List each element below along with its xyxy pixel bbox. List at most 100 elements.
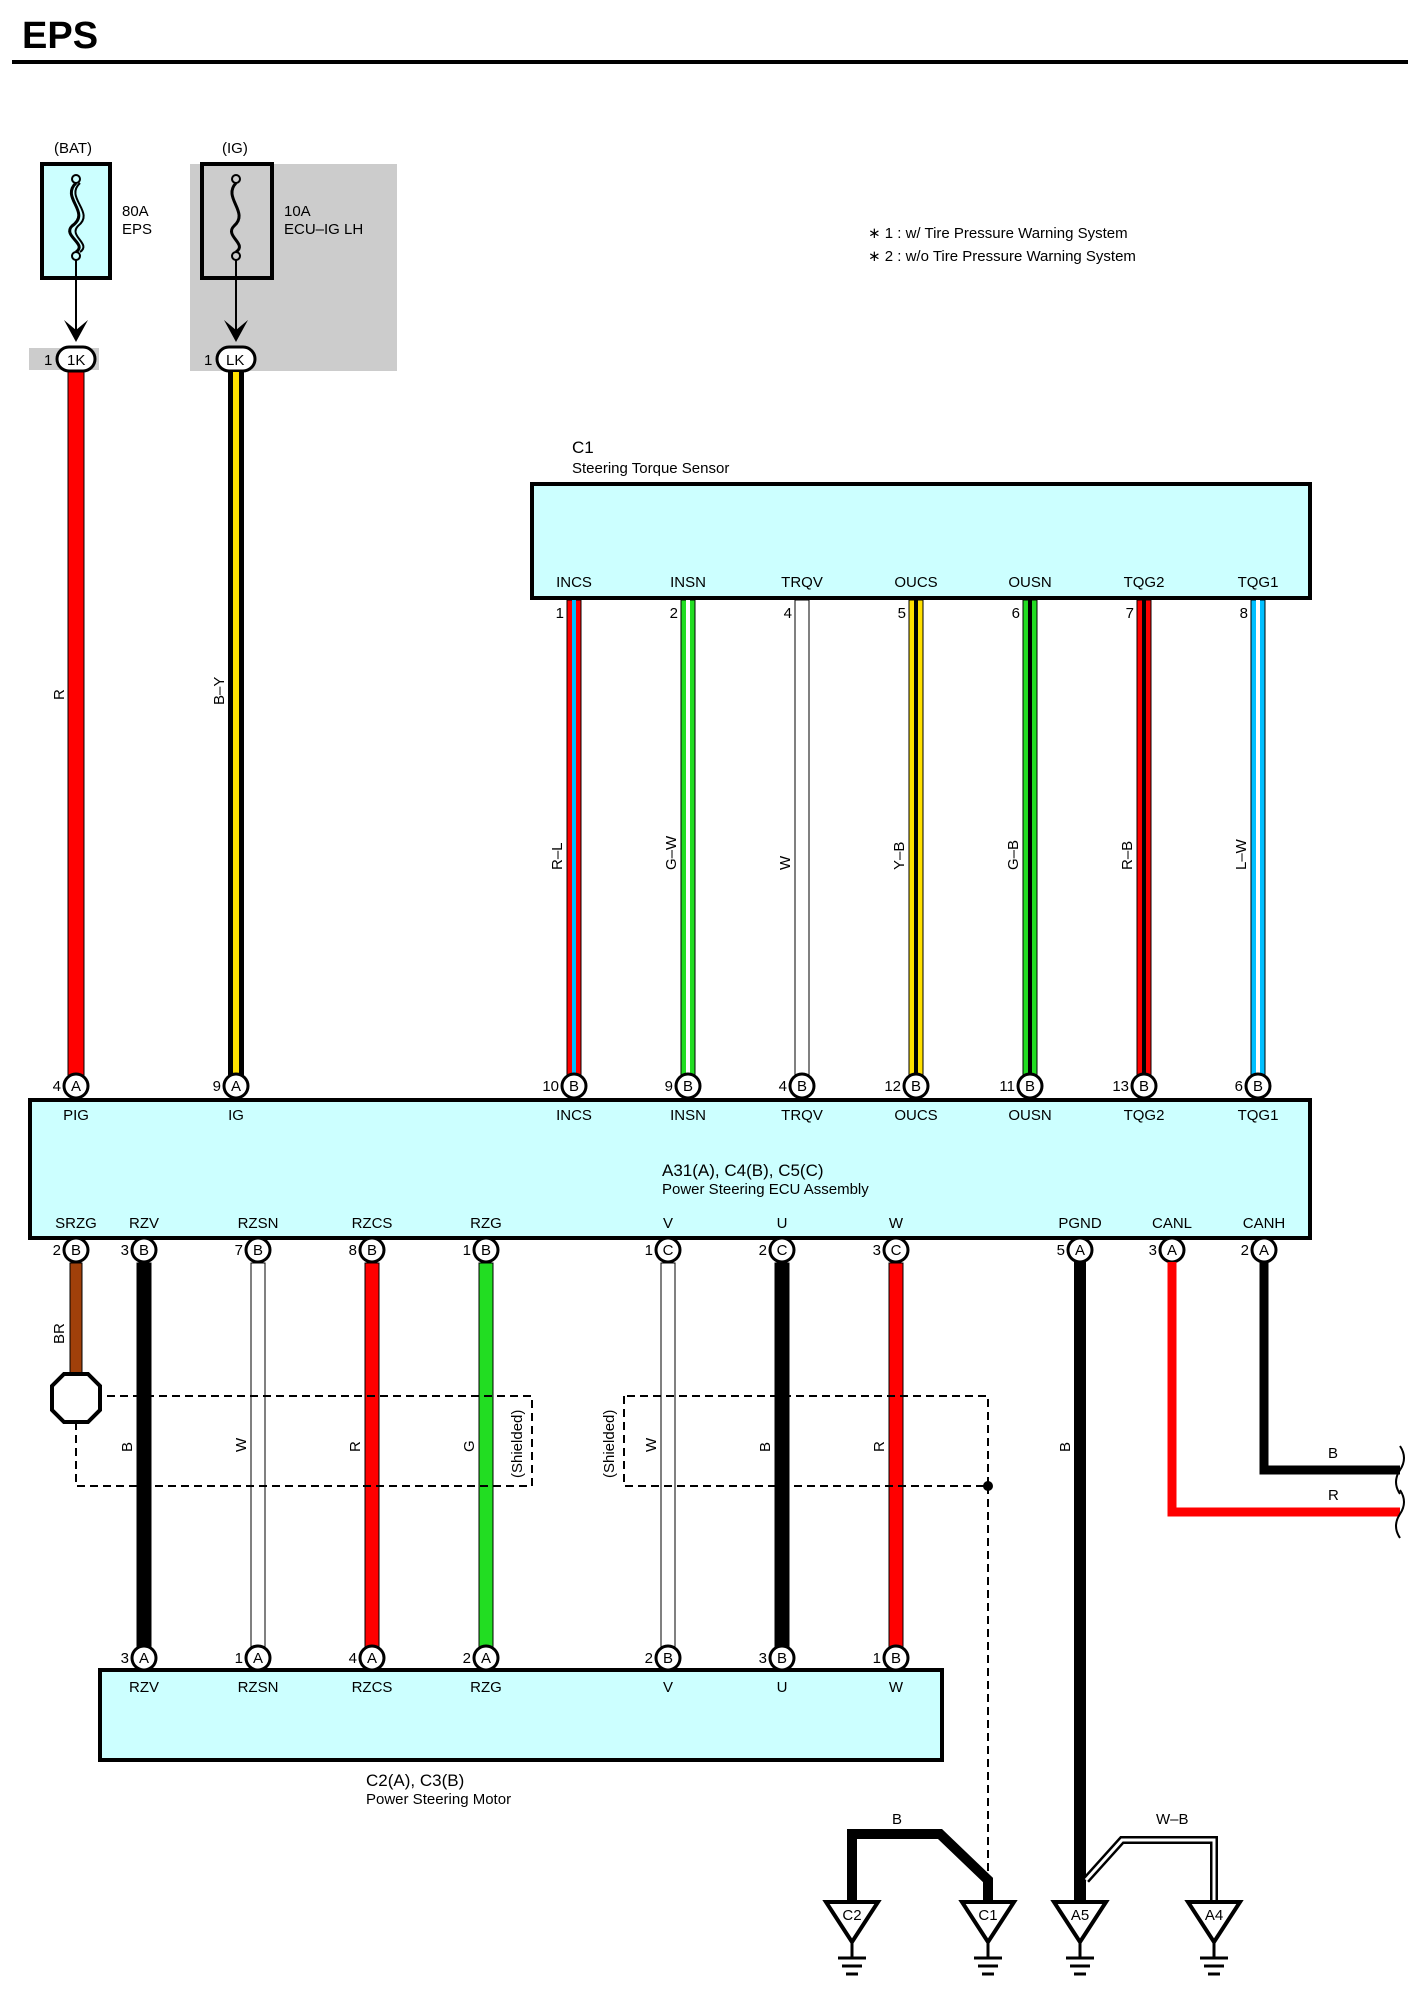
motor-rzcs-connector bbox=[358, 1644, 386, 1672]
sensor-pin-tqg2-number: 7 bbox=[1126, 605, 1134, 622]
ig-connector bbox=[215, 345, 257, 373]
shield-ground-octagon bbox=[50, 1372, 102, 1424]
wire-srzg-br bbox=[69, 1262, 83, 1376]
ecu-top-ousn-pin-number: 11 bbox=[999, 1078, 1015, 1095]
ecu-top-pins-group: A4PIGA9IGB10INCSB9INSNB4TRQVB12OUCSB11OU… bbox=[53, 1072, 1279, 1124]
wire-bat-label: R bbox=[51, 689, 68, 700]
ecu-top-insn-pin-number: 9 bbox=[665, 1078, 673, 1095]
ecu-bottom-canl-connector-label: A bbox=[1167, 1242, 1177, 1259]
wire-motor-rzsn bbox=[250, 1262, 266, 1649]
sensor-code: C1 bbox=[572, 438, 594, 457]
wire-ig-label: B–Y bbox=[211, 677, 228, 705]
wire-motor-rzv-body bbox=[136, 1262, 152, 1649]
ecu-bottom-canl-label: CANL bbox=[1152, 1215, 1192, 1232]
wire-sensor-tqg1 bbox=[1250, 599, 1266, 1085]
sensor-pin-trqv-label: TRQV bbox=[781, 574, 823, 591]
ecu-bottom-v-pin-number: 1 bbox=[645, 1242, 653, 1259]
ecu-bottom-w-pin-number: 3 bbox=[873, 1242, 881, 1259]
ecu-bottom-canh-label: CANH bbox=[1243, 1215, 1286, 1232]
ecu-top-oucs-pin-number: 12 bbox=[884, 1078, 901, 1095]
ecu-top-ig-label: IG bbox=[228, 1107, 244, 1124]
ground-c2-triangle bbox=[822, 1900, 882, 1946]
motor-rzv-label: RZV bbox=[129, 1679, 159, 1696]
motor-rzg-label: RZG bbox=[470, 1679, 502, 1696]
ecu-top-oucs-connector bbox=[902, 1072, 930, 1100]
wire-sensor-tqg1-stripe bbox=[1256, 600, 1260, 1084]
ecu-top-insn-connector bbox=[674, 1072, 702, 1100]
ecu-top-pig-label: PIG bbox=[63, 1107, 89, 1124]
ecu-bottom-rzcs-connector-label: B bbox=[367, 1242, 377, 1259]
sensor-pin-oucs-label: OUCS bbox=[894, 574, 937, 591]
wire-sensor-oucs-stripe bbox=[914, 600, 918, 1084]
motor-box bbox=[98, 1668, 944, 1762]
ecu-bottom-rzsn-connector-label: B bbox=[253, 1242, 263, 1259]
ecu-top-insn-label: INSN bbox=[670, 1107, 706, 1124]
canl-wire-label: R bbox=[1328, 1487, 1339, 1504]
ecu-bottom-rzcs-connector bbox=[358, 1236, 386, 1264]
ecu-bottom-rzsn-label: RZSN bbox=[238, 1215, 279, 1232]
wire-sensor-trqv bbox=[794, 599, 810, 1085]
ecu-top-ousn-connector-label: B bbox=[1025, 1078, 1035, 1095]
ecu-bottom-v-connector-label: C bbox=[663, 1242, 674, 1259]
motor-w-connector bbox=[882, 1644, 910, 1672]
ground-a5-label: A5 bbox=[1071, 1907, 1089, 1924]
shield-right-label: (Shielded) bbox=[601, 1410, 618, 1478]
sensor-pin-incs-label: INCS bbox=[556, 574, 592, 591]
ecu-bottom-rzg-label: RZG bbox=[470, 1215, 502, 1232]
ecu-bottom-u-pin-number: 2 bbox=[759, 1242, 767, 1259]
ecu-top-ig-connector-label: A bbox=[231, 1078, 241, 1095]
shield-left-label: (Shielded) bbox=[509, 1410, 526, 1478]
motor-rzg-connector bbox=[472, 1644, 500, 1672]
ground-a4-label: A4 bbox=[1205, 1907, 1223, 1924]
ecu-bottom-rzg-connector-label: B bbox=[481, 1242, 491, 1259]
motor-rzv-connector-label: A bbox=[139, 1650, 149, 1667]
sensor-pin-tqg1-label: TQG1 bbox=[1238, 574, 1279, 591]
wire-sensor-incs bbox=[566, 599, 582, 1085]
bat-fuse-name: EPS bbox=[122, 221, 152, 238]
ecu-bottom-w-connector bbox=[882, 1236, 910, 1264]
wire-sensor-insn bbox=[680, 599, 696, 1085]
ecu-code: A31(A), C4(B), C5(C) bbox=[662, 1161, 824, 1180]
ecu-top-tqg2-connector bbox=[1130, 1072, 1158, 1100]
motor-w-pin-number: 1 bbox=[873, 1650, 881, 1667]
motor-rzv-connector bbox=[130, 1644, 158, 1672]
sensor-pin-ousn-label: OUSN bbox=[1008, 574, 1051, 591]
bat-connector-label: 1K bbox=[67, 352, 85, 369]
wire-motor-rzcs bbox=[364, 1262, 380, 1649]
wire-sensor-incs-label: R–L bbox=[549, 842, 566, 870]
ecu-bottom-rzv-connector bbox=[130, 1236, 158, 1264]
motor-v-pin-number: 2 bbox=[645, 1650, 653, 1667]
motor-rzcs-connector-label: A bbox=[367, 1650, 377, 1667]
wire-srzg-label: BR bbox=[51, 1323, 68, 1344]
bat-fuse-source: (BAT) bbox=[54, 140, 92, 157]
motor-code: C2(A), C3(B) bbox=[366, 1771, 464, 1790]
motor-rzsn-label: RZSN bbox=[238, 1679, 279, 1696]
ecu-bottom-u-connector bbox=[768, 1236, 796, 1264]
ecu-top-incs-label: INCS bbox=[556, 1107, 592, 1124]
sensor-pin-insn-number: 2 bbox=[670, 605, 678, 622]
wire-motor-rzcs-label: R bbox=[347, 1441, 364, 1452]
ecu-top-trqv-label: TRQV bbox=[781, 1107, 823, 1124]
ecu-top-tqg1-connector bbox=[1244, 1072, 1272, 1100]
sensor-pin-oucs-number: 5 bbox=[898, 605, 906, 622]
wire-motor-v-body bbox=[660, 1262, 676, 1649]
ig-fuse-source: (IG) bbox=[222, 140, 248, 157]
ecu-top-tqg2-pin-number: 13 bbox=[1112, 1078, 1129, 1095]
ecu-top-ousn-label: OUSN bbox=[1008, 1107, 1051, 1124]
wire-sensor-trqv-body bbox=[794, 599, 810, 1085]
ecu-top-tqg1-label: TQG1 bbox=[1238, 1107, 1279, 1124]
ecu-bottom-v-label: V bbox=[663, 1215, 673, 1232]
wire-sensor-insn-stripe bbox=[686, 600, 690, 1084]
page-title: EPS bbox=[22, 15, 98, 57]
wire-motor-u-label: B bbox=[757, 1442, 774, 1452]
ground-c1-triangle bbox=[958, 1900, 1018, 1946]
bat-arrow-icon bbox=[64, 320, 88, 342]
ecu-bottom-canl-pin-number: 3 bbox=[1149, 1242, 1157, 1259]
sensor-pins-group: INCS1R–LINSN2G–WTRQV4WOUCS5Y–BOUSN6G–BTQ… bbox=[549, 574, 1279, 1085]
wire-motor-u bbox=[774, 1262, 790, 1649]
motor-u-connector bbox=[768, 1644, 796, 1672]
motor-u-pin-number: 3 bbox=[759, 1650, 767, 1667]
wire-motor-u-body bbox=[774, 1262, 790, 1649]
sensor-pin-trqv-number: 4 bbox=[784, 605, 792, 622]
